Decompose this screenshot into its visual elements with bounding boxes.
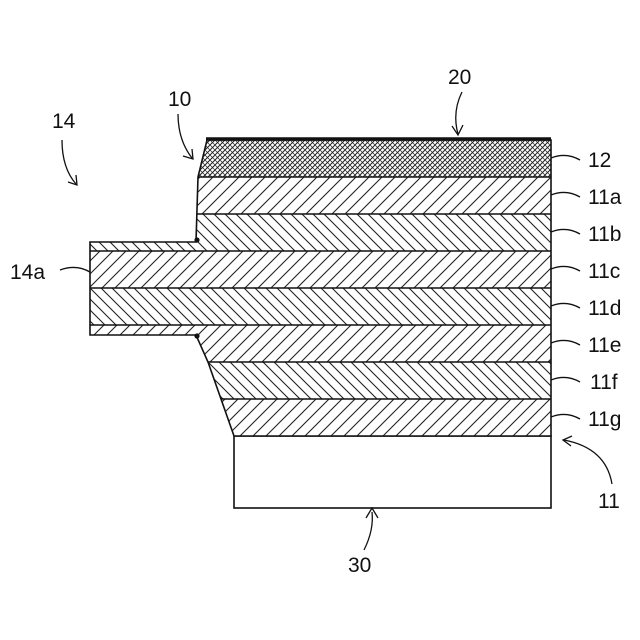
leader-11c	[551, 266, 580, 271]
leader-14a	[60, 267, 90, 272]
leader-30	[364, 512, 372, 550]
leader-11a	[551, 192, 580, 197]
corner-dot-lower	[194, 333, 199, 338]
label-20: 20	[448, 66, 471, 89]
leader-11f	[551, 377, 580, 382]
label-14: 14	[52, 110, 76, 133]
layer-11a	[196, 177, 551, 214]
label-14a: 14a	[10, 261, 45, 284]
layer-12	[196, 140, 551, 177]
label-11a: 11a	[588, 186, 622, 209]
label-11c: 11c	[588, 260, 620, 283]
label-11b: 11b	[588, 223, 621, 246]
leader-12	[551, 155, 580, 160]
label-11g: 11g	[588, 408, 621, 431]
corner-dot-upper	[194, 237, 199, 242]
label-11f: 11f	[590, 371, 618, 394]
layer-11c	[90, 251, 551, 288]
label-30: 30	[348, 554, 371, 577]
leader-11b	[551, 229, 580, 234]
protrusion-top-strip	[90, 242, 200, 251]
leader-11g	[551, 414, 580, 419]
substrate-30	[234, 436, 551, 508]
layer-11f	[196, 362, 551, 399]
leader-11e	[551, 340, 580, 345]
label-11e: 11e	[588, 334, 621, 357]
leader-14	[62, 140, 76, 184]
layer-11e	[196, 325, 551, 362]
label-12: 12	[588, 149, 611, 172]
leader-10	[178, 114, 192, 158]
leader-11	[564, 440, 612, 484]
protrusion-bottom-strip	[90, 325, 200, 335]
label-10: 10	[168, 88, 191, 111]
layer-11d	[90, 288, 551, 325]
label-11d: 11d	[588, 297, 621, 320]
leader-11d	[551, 303, 580, 308]
label-11: 11	[598, 490, 620, 513]
layer-11b	[196, 214, 551, 251]
layer-11g	[196, 399, 551, 436]
